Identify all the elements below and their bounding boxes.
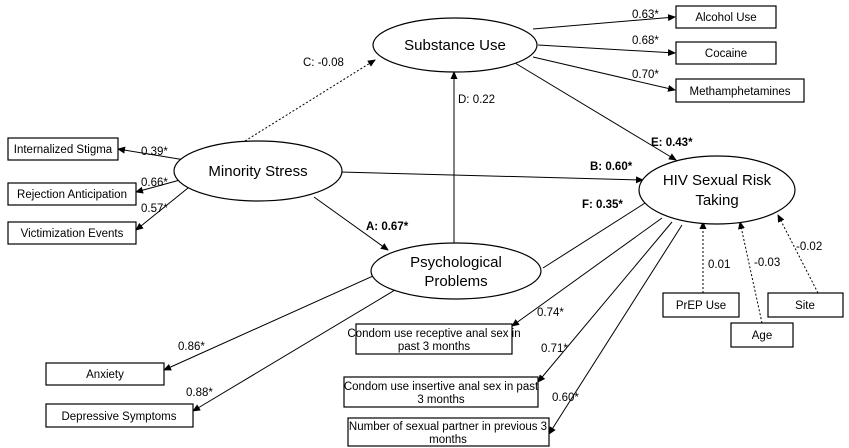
covariate-site-value: -0.02 <box>796 241 822 253</box>
anxiety-label: Anxiety <box>86 369 124 381</box>
covariate-path-site <box>777 214 819 294</box>
rejection-anticipation-label: Rejection Anticipation <box>17 189 127 201</box>
arrow-hiv-to-sexual-partners <box>548 224 683 435</box>
path-c-label: C: -0.08 <box>303 57 344 69</box>
latent-hiv-sexual-risk: HIV Sexual Risk Taking <box>638 155 796 225</box>
covariate-age-value: -0.03 <box>754 257 780 269</box>
latent-minority-stress: Minority Stress <box>173 140 343 202</box>
arrow-substance-to-alcohol <box>532 14 676 30</box>
substance-use-label: Substance Use <box>404 37 506 54</box>
arrow-psych-to-anxiety <box>163 271 383 371</box>
indicator-methamphetamines: Methamphetamines <box>675 78 805 103</box>
arrow-substance-to-meth <box>532 56 676 92</box>
condom-insertive-label-line1: Condom use insertive anal sex in past <box>344 381 539 393</box>
loading-anxiety: 0.86* <box>178 341 205 353</box>
path-f-label: F: 0.35* <box>582 199 623 211</box>
indicator-cocaine: Cocaine <box>675 41 777 65</box>
arrow-hiv-to-condom-receptive <box>511 217 663 327</box>
cocaine-label: Cocaine <box>705 48 747 60</box>
loading-methamphetamines: 0.70* <box>632 69 659 81</box>
loading-alcohol-use: 0.63* <box>632 9 659 21</box>
indicator-condom-receptive: Condom use receptive anal sex in past 3 … <box>347 323 521 355</box>
hiv-risk-label-line2: Taking <box>695 192 738 209</box>
path-f-psych-to-hiv <box>542 197 654 269</box>
condom-receptive-label-line1: Condom use receptive anal sex in <box>347 328 520 340</box>
path-a-label: A: 0.67* <box>366 221 409 233</box>
path-labels: C: -0.08 D: 0.22 A: 0.67* B: 0.60* E: 0.… <box>303 57 693 233</box>
psychological-problems-label-line2: Problems <box>424 273 487 290</box>
site-label: Site <box>795 300 815 312</box>
sexual-partners-label-line2: months <box>429 434 467 446</box>
arrow-psych-to-depressive <box>192 286 401 412</box>
loading-cocaine: 0.68* <box>632 35 659 47</box>
condom-insertive-label-line2: 3 months <box>417 394 465 406</box>
arrow-substance-to-cocaine <box>537 44 676 57</box>
loading-victimization-events: 0.57* <box>141 203 168 215</box>
indicator-sexual-partners: Number of sexual partner in previous 3 m… <box>347 417 550 447</box>
path-a-ms-to-psych <box>313 196 389 251</box>
path-c-ms-to-substance <box>244 59 376 142</box>
indicator-internalized-stigma: Internalized Stigma <box>7 137 119 161</box>
internalized-stigma-label: Internalized Stigma <box>14 144 113 156</box>
indicator-anxiety: Anxiety <box>45 362 165 386</box>
loading-condom-insertive: 0.71* <box>541 343 568 355</box>
indicator-condom-insertive: Condom use insertive anal sex in past 3 … <box>343 376 539 408</box>
arrows <box>117 14 819 435</box>
covariate-prep-use: PrEP Use <box>662 292 740 318</box>
path-b-label: B: 0.60* <box>590 161 633 173</box>
indicator-depressive-symptoms: Depressive Symptoms <box>45 403 194 428</box>
path-d-label: D: 0.22 <box>458 94 495 106</box>
path-e-substance-to-hiv <box>514 62 677 161</box>
path-b-ms-to-hiv <box>339 171 644 184</box>
covariate-age: Age <box>730 322 794 348</box>
indicator-victimization-events: Victimization Events <box>7 221 137 245</box>
path-e-label: E: 0.43* <box>651 137 693 149</box>
arrow-ms-to-internalized-stigma <box>117 146 186 161</box>
alcohol-use-label: Alcohol Use <box>695 12 756 24</box>
prep-use-label: PrEP Use <box>676 300 726 312</box>
minority-stress-label: Minority Stress <box>208 163 307 180</box>
psychological-problems-label-line1: Psychological <box>410 254 502 271</box>
loading-labels: 0.63* 0.68* 0.70* 0.39* 0.66* 0.57* 0.86… <box>141 9 659 404</box>
latent-psychological-problems: Psychological Problems <box>370 242 542 300</box>
depressive-symptoms-label: Depressive Symptoms <box>61 411 176 423</box>
covariate-site: Site <box>767 292 844 318</box>
loading-rejection-anticipation: 0.66* <box>141 177 168 189</box>
sexual-partners-label-line1: Number of sexual partner in previous 3 <box>349 421 547 433</box>
arrow-hiv-to-condom-insertive <box>537 221 673 383</box>
condom-receptive-label-line2: past 3 months <box>398 341 470 353</box>
covariate-prep-value: 0.01 <box>708 259 730 271</box>
loading-sexual-partners: 0.60* <box>552 392 579 404</box>
arrow-ms-to-victimization <box>135 187 189 231</box>
loading-condom-receptive: 0.74* <box>537 307 564 319</box>
covariate-path-age <box>738 221 763 324</box>
indicator-rejection-anticipation: Rejection Anticipation <box>7 182 137 206</box>
hiv-risk-label-line1: HIV Sexual Risk <box>663 172 772 189</box>
indicator-alcohol-use: Alcohol Use <box>675 5 777 29</box>
age-label: Age <box>752 330 772 342</box>
loading-internalized-stigma: 0.39* <box>141 146 168 158</box>
methamphetamines-label: Methamphetamines <box>690 86 791 98</box>
latent-substance-use: Substance Use <box>372 17 538 73</box>
covariate-labels: 0.01 -0.03 -0.02 <box>708 241 822 271</box>
victimization-events-label: Victimization Events <box>21 228 124 240</box>
arrow-ms-to-rejection-anticipation <box>135 179 181 194</box>
loading-depressive-symptoms: 0.88* <box>186 387 213 399</box>
